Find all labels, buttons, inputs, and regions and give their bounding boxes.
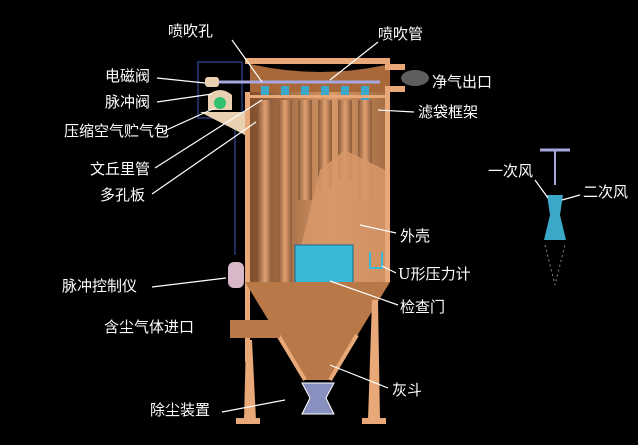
leader-lines [151, 39, 581, 413]
label-pulse-controller: 脉冲控制仪 [62, 277, 138, 295]
label-secondary-air: 二次风 [583, 183, 629, 201]
label-pulse-valve: 脉冲阀 [105, 93, 151, 111]
clean-chamber [250, 64, 390, 92]
leg [368, 300, 380, 420]
label-ash-hopper: 灰斗 [392, 381, 423, 399]
top-plate [245, 58, 390, 64]
solenoid-valve [205, 77, 219, 87]
label-spray-hole: 喷吹孔 [168, 22, 214, 40]
label-bag-cage: 滤袋框架 [418, 103, 479, 121]
venturi-nozzles [261, 86, 369, 100]
label-venturi: 文丘里管 [90, 160, 151, 178]
tube-sheet [245, 95, 390, 98]
ash-hopper [245, 282, 390, 380]
pulse-controller [228, 262, 244, 288]
outlet-gas-icon [401, 70, 429, 86]
label-solenoid-valve: 电磁阀 [105, 67, 151, 85]
label-spray-pipe: 喷吹管 [378, 25, 424, 43]
label-air-tank: 压缩空气贮气包 [64, 122, 170, 140]
label-discharge-device: 除尘装置 [150, 401, 211, 419]
discharge-device [301, 382, 335, 415]
label-u-manometer: U形压力计 [398, 265, 471, 283]
label-tube-sheet: 多孔板 [100, 186, 146, 204]
inspection-door [294, 244, 354, 286]
label-shell: 外壳 [400, 227, 431, 245]
u-manometer [369, 252, 383, 269]
label-clean-gas-outlet: 净气出口 [432, 73, 493, 91]
label-primary-air: 一次风 [488, 162, 534, 180]
label-inspection-door: 检查门 [400, 298, 446, 316]
dusty-gas-inlet [230, 320, 280, 338]
label-dusty-gas-inlet: 含尘气体进口 [104, 318, 195, 336]
venturi-inset [540, 148, 570, 286]
leg [244, 340, 256, 420]
